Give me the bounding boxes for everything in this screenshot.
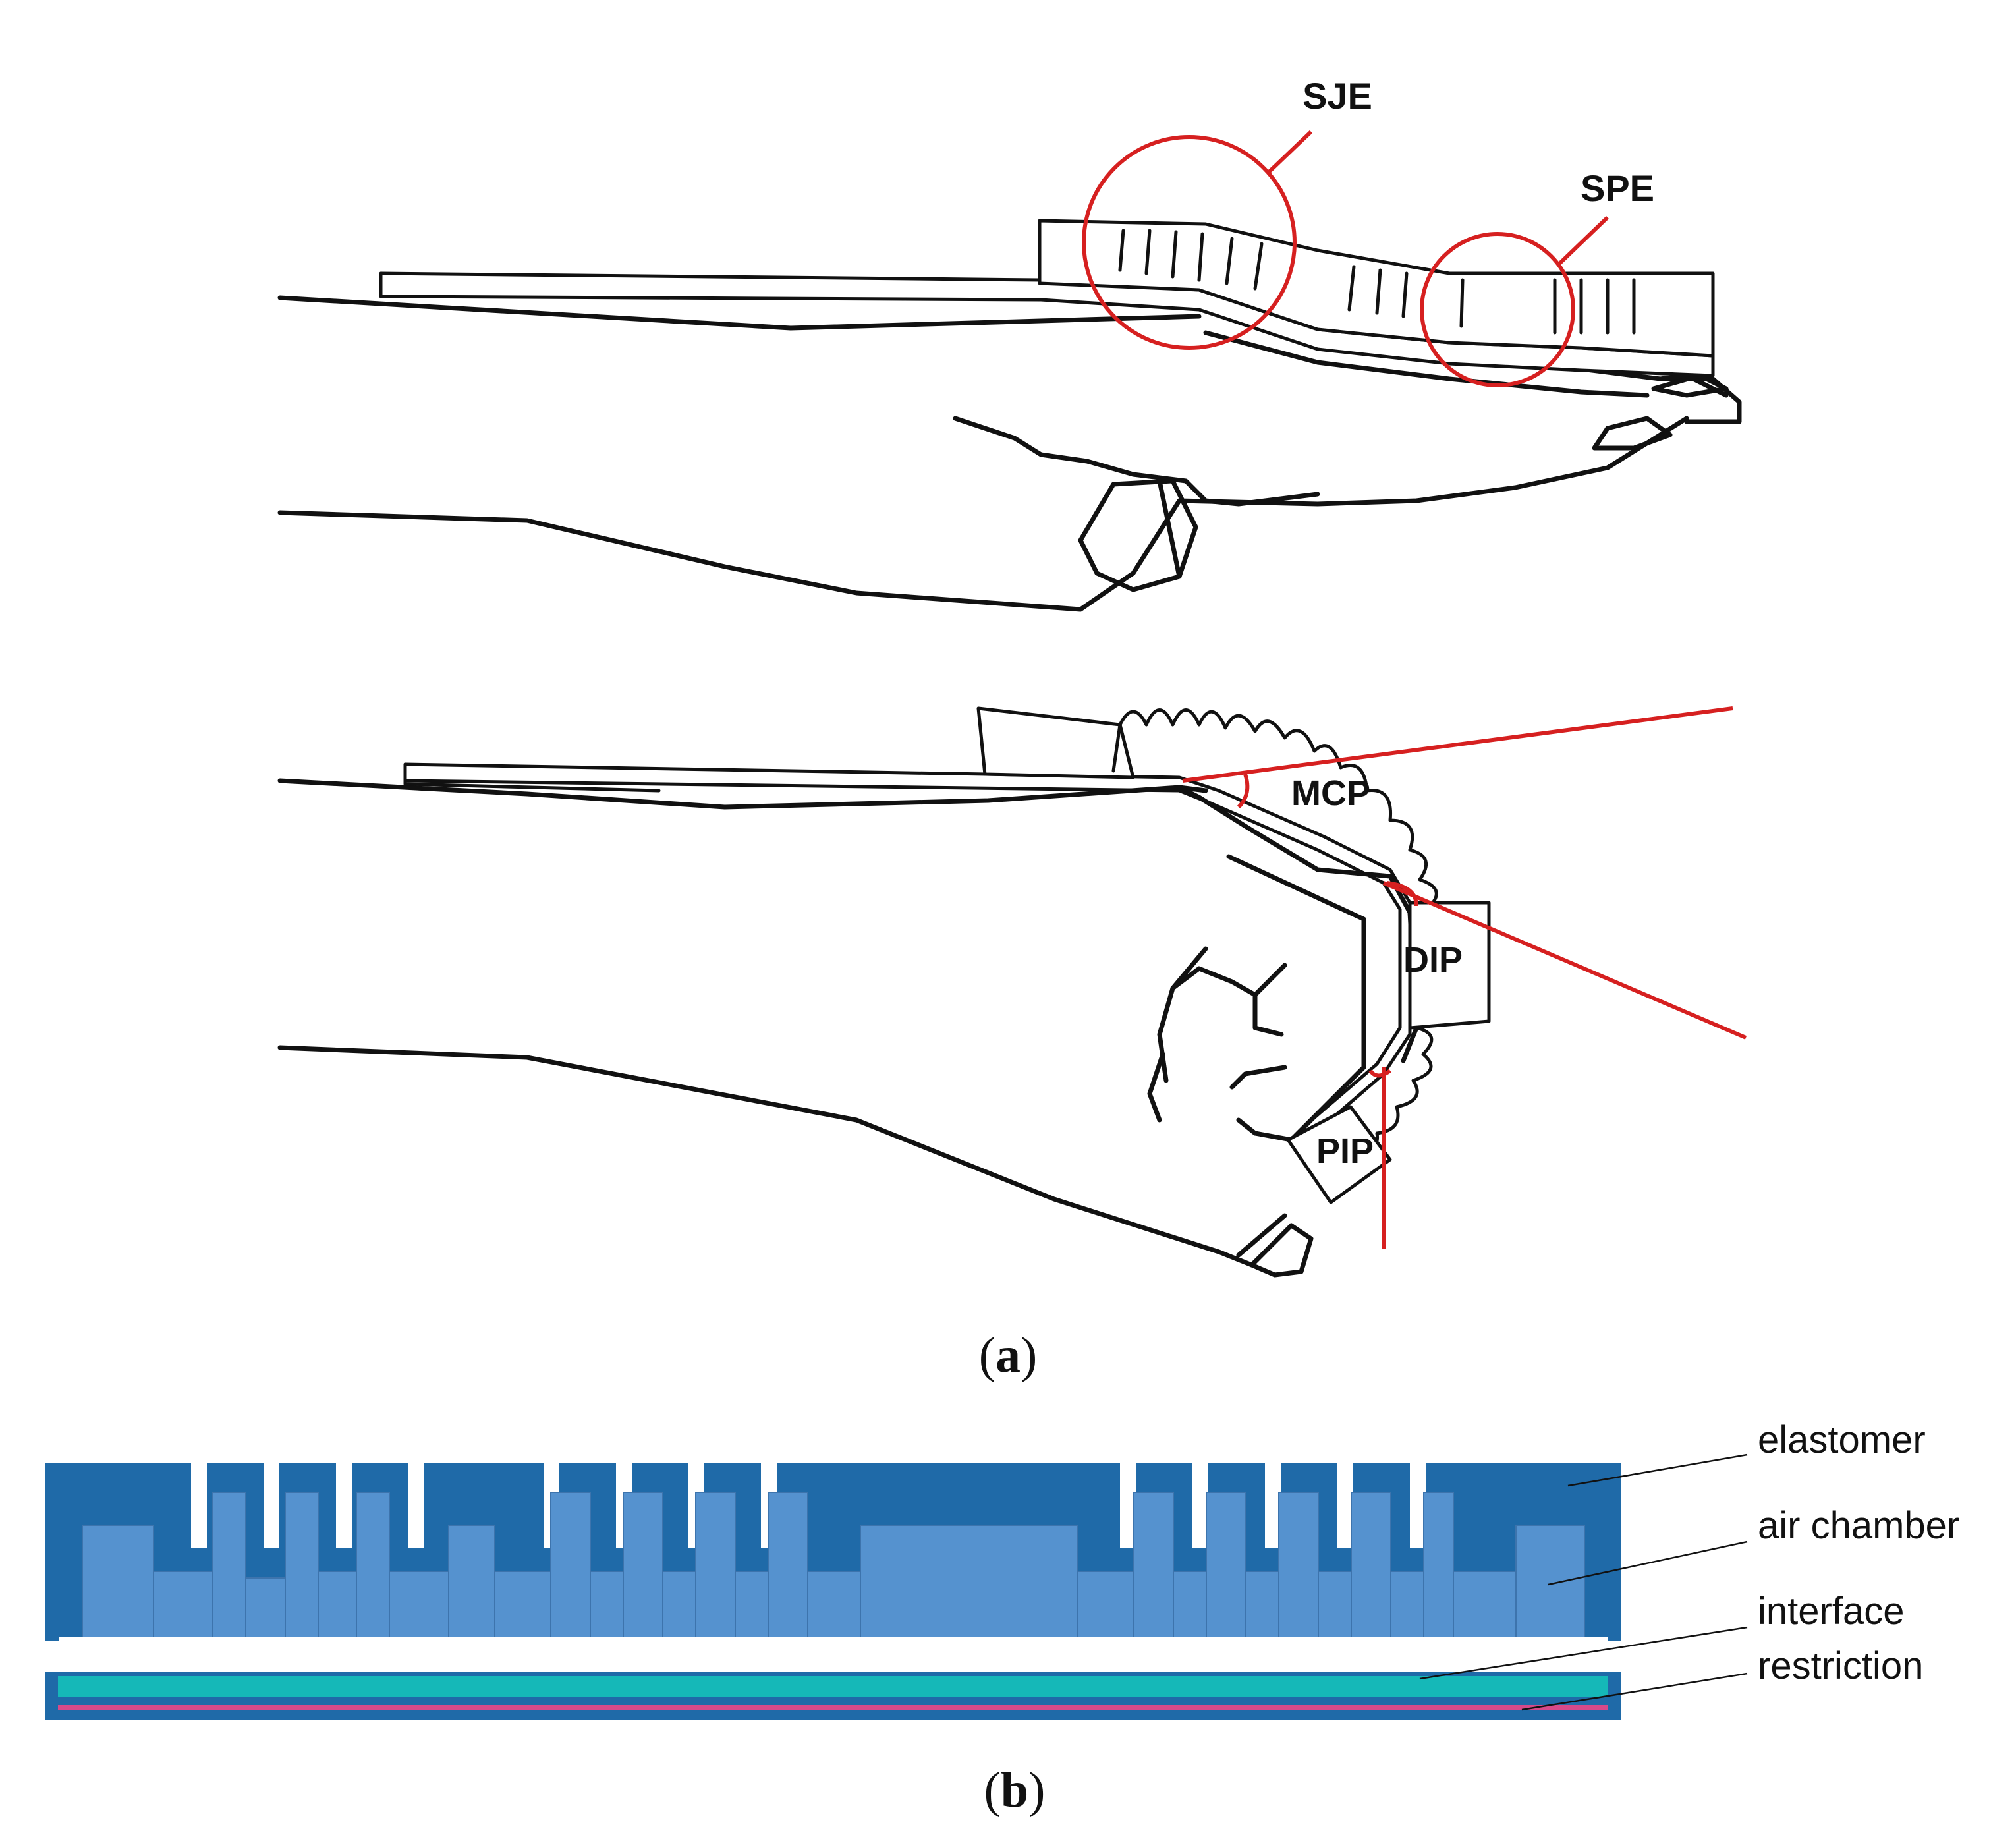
air-chamber-cell xyxy=(82,1525,154,1638)
legend-elastomer: elastomer xyxy=(1758,1419,1926,1461)
air-chamber-cell xyxy=(695,1492,736,1638)
air-chamber-cell xyxy=(860,1525,1078,1638)
cross-section-diagram xyxy=(45,1463,1621,1720)
air-chamber-cell xyxy=(1390,1571,1424,1638)
joint-angle-lines xyxy=(1182,706,1747,1249)
air-chamber-cell xyxy=(590,1571,624,1638)
caption-b: (b) xyxy=(984,1762,1046,1818)
extended-actuator xyxy=(379,219,1715,378)
chamber-slot xyxy=(408,1463,424,1548)
air-chambers xyxy=(82,1492,1585,1638)
spe-label: SPE xyxy=(1581,167,1654,209)
air-chamber-cell xyxy=(1318,1571,1352,1638)
air-chamber-cell xyxy=(1351,1492,1391,1638)
air-chamber-cell xyxy=(1453,1571,1517,1638)
interface-layer xyxy=(58,1676,1608,1697)
air-chamber-cell xyxy=(1206,1492,1246,1638)
air-chamber-cell xyxy=(662,1571,696,1638)
flexed-actuator xyxy=(403,706,1491,1204)
restriction-line xyxy=(58,1705,1608,1710)
air-chamber-cell xyxy=(153,1571,213,1638)
air-chamber-cell xyxy=(623,1492,663,1638)
air-chamber-cell xyxy=(1423,1492,1454,1638)
air-chamber-cell xyxy=(318,1571,357,1638)
pip-label: PIP xyxy=(1316,1131,1374,1171)
air-chamber-cell xyxy=(550,1492,591,1638)
legend-restriction: restriction xyxy=(1758,1645,1923,1687)
chamber-slot xyxy=(264,1463,279,1548)
air-chamber-cell xyxy=(1173,1571,1207,1638)
flexed-hand-drawing xyxy=(277,778,1419,1278)
sje-label: SJE xyxy=(1302,75,1372,117)
air-chamber-cell xyxy=(1077,1571,1134,1638)
air-chamber-cell xyxy=(356,1492,390,1638)
air-chamber-cell xyxy=(494,1571,551,1638)
air-chamber-cell xyxy=(285,1492,319,1638)
chamber-slot xyxy=(336,1463,352,1548)
air-chamber-cell xyxy=(768,1492,808,1638)
air-chamber-cell xyxy=(389,1571,449,1638)
legend-leaders xyxy=(1419,1453,1748,1711)
sje-highlight: SJE xyxy=(1082,75,1372,350)
caption-a: (a) xyxy=(979,1328,1038,1383)
air-chamber-cell xyxy=(1515,1525,1585,1638)
air-chamber-cell xyxy=(735,1571,769,1638)
air-chamber-cell xyxy=(448,1525,495,1638)
legend-air-chamber: air chamber xyxy=(1758,1504,1959,1547)
legend-interface: interface xyxy=(1758,1590,1904,1633)
air-chamber-cell xyxy=(1245,1571,1279,1638)
air-chamber-cell xyxy=(212,1492,246,1638)
air-chamber-cell xyxy=(807,1571,861,1638)
air-chamber-cell xyxy=(1133,1492,1174,1638)
air-chamber-cell xyxy=(245,1577,286,1638)
mcp-label: MCP xyxy=(1291,774,1370,813)
air-chamber-cell xyxy=(1278,1492,1319,1638)
dip-label: DIP xyxy=(1403,940,1463,980)
chamber-slot xyxy=(191,1463,207,1548)
spe-highlight: SPE xyxy=(1420,167,1654,387)
